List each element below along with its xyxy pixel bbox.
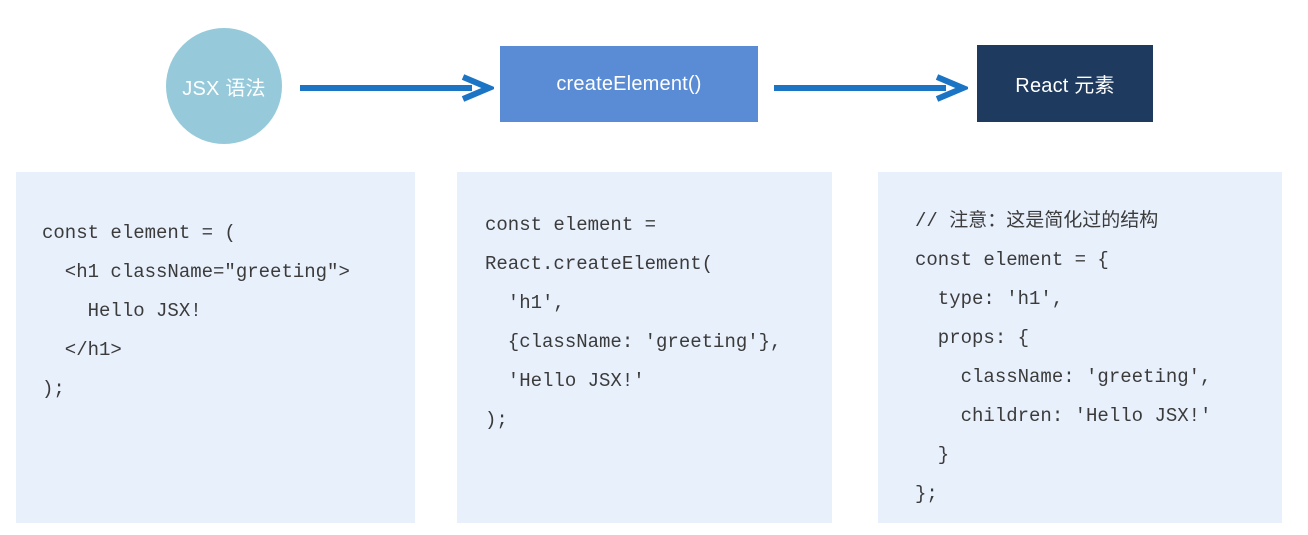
code-line: ); [485, 409, 508, 431]
node-react-element-label: React 元素 [1015, 75, 1115, 97]
code-block-react-element: // 注意：这是简化过的结构 const element = { type: 'h… [915, 202, 1272, 514]
node-jsx-syntax: JSX 语法 [166, 28, 282, 144]
code-block-jsx: const element = ( <h1 className="greetin… [42, 214, 403, 409]
code-line: const element = ( [42, 222, 236, 244]
code-panel-create-element: const element = React.createElement( 'h1'… [457, 172, 832, 523]
code-line: 'Hello JSX!' [485, 370, 645, 392]
code-line: <h1 className="greeting"> [42, 261, 350, 283]
node-create-element-label: createElement() [556, 72, 702, 95]
code-line: // 注意：这是简化过的结构 [915, 210, 1159, 232]
code-line: </h1> [42, 339, 122, 361]
code-line: const element = { [915, 249, 1109, 271]
code-line: {className: 'greeting'}, [485, 331, 782, 353]
code-block-create-element: const element = React.createElement( 'h1'… [485, 206, 822, 440]
arrow-right-icon [774, 74, 968, 102]
code-line: ); [42, 378, 65, 400]
code-panel-react-element: // 注意：这是简化过的结构 const element = { type: 'h… [878, 172, 1282, 523]
node-react-element: React 元素 [977, 45, 1153, 122]
code-line: const element = [485, 214, 657, 236]
code-line: } [915, 444, 950, 466]
code-line: children: 'Hello JSX!' [915, 405, 1212, 427]
code-line: }; [915, 483, 938, 505]
node-jsx-syntax-label: JSX 语法 [182, 77, 266, 100]
code-line: Hello JSX! [42, 300, 202, 322]
node-create-element: createElement() [500, 46, 758, 122]
code-line: React.createElement( [485, 253, 714, 275]
arrow-right-icon [300, 74, 494, 102]
code-line: props: { [915, 327, 1030, 349]
code-panel-jsx: const element = ( <h1 className="greetin… [16, 172, 415, 523]
code-line: className: 'greeting', [915, 366, 1212, 388]
code-line: 'h1', [485, 292, 565, 314]
code-line: type: 'h1', [915, 288, 1064, 310]
